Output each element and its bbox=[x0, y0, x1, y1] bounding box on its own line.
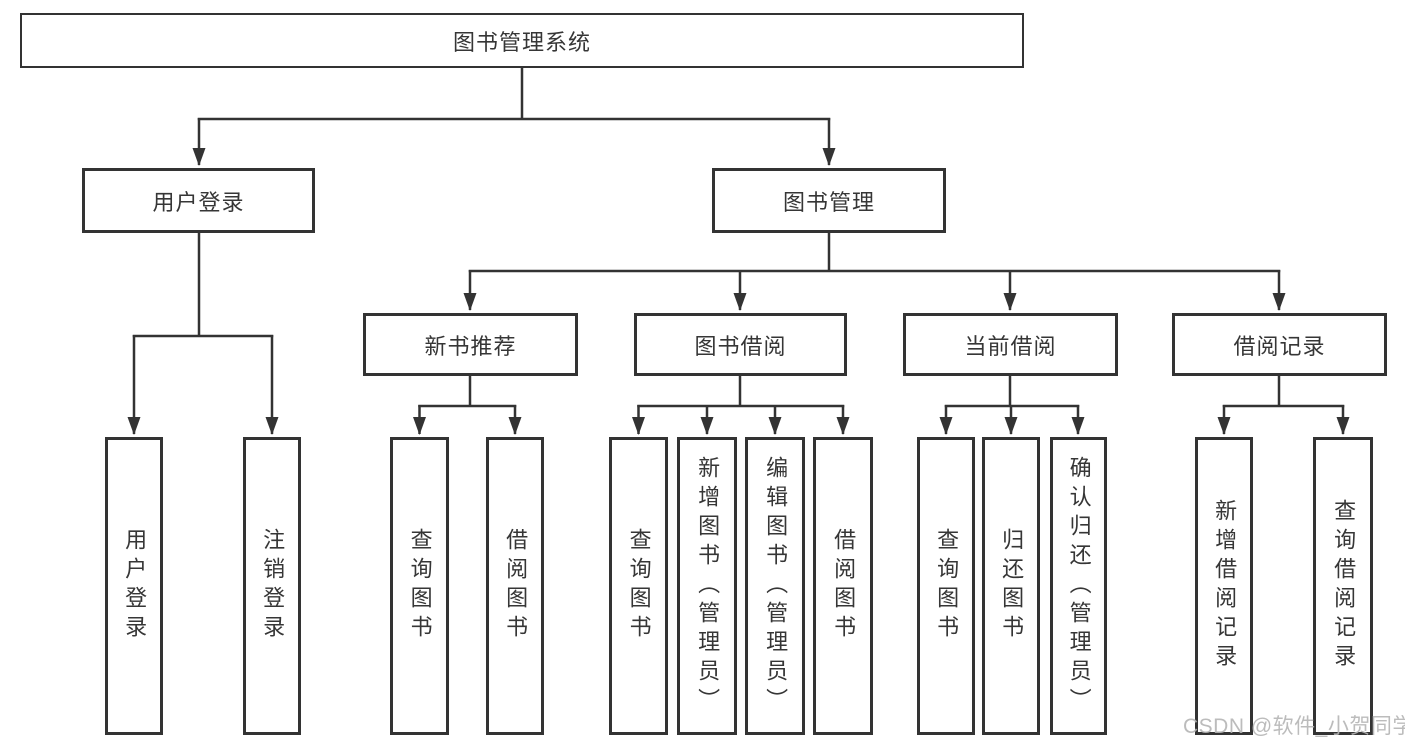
node-user-login-label: 用户登录 bbox=[152, 189, 245, 215]
leaf-query-books-recommend-label: 查询图书 bbox=[407, 528, 433, 644]
node-book-management-label: 图书管理 bbox=[782, 189, 875, 215]
leaf-borrow-books-recommend: 借阅图书 bbox=[486, 437, 544, 735]
leaf-add-borrow-record: 新增借阅记录 bbox=[1195, 437, 1253, 735]
leaf-logout-label: 注销登录 bbox=[260, 528, 286, 644]
leaf-borrow-books-borrow: 借阅图书 bbox=[813, 437, 873, 735]
csdn-watermark: CSDN @软件_小贺同学 bbox=[1183, 715, 1405, 738]
leaf-query-books-current: 查询图书 bbox=[917, 437, 975, 735]
leaf-query-borrow-record-label: 查询借阅记录 bbox=[1331, 499, 1357, 673]
leaf-add-book-admin: 新增图书（管理员） bbox=[677, 437, 737, 735]
node-root-label: 图书管理系统 bbox=[452, 29, 591, 55]
leaf-query-books-borrow: 查询图书 bbox=[609, 437, 668, 735]
node-book-borrowing: 图书借阅 bbox=[634, 313, 847, 376]
leaf-edit-book-admin-label: 编辑图书（管理员） bbox=[763, 455, 789, 717]
node-borrowing-records: 借阅记录 bbox=[1172, 313, 1387, 376]
leaf-user-login: 用户登录 bbox=[105, 437, 163, 735]
node-current-borrowing: 当前借阅 bbox=[903, 313, 1118, 376]
leaf-confirm-return-admin-label: 确认归还（管理员） bbox=[1066, 455, 1092, 717]
leaf-user-login-label: 用户登录 bbox=[122, 528, 148, 644]
leaf-add-book-admin-label: 新增图书（管理员） bbox=[695, 455, 721, 717]
node-book-borrowing-label: 图书借阅 bbox=[694, 333, 787, 359]
node-root: 图书管理系统 bbox=[20, 13, 1024, 68]
leaf-logout: 注销登录 bbox=[243, 437, 301, 735]
leaf-query-borrow-record: 查询借阅记录 bbox=[1313, 437, 1373, 735]
node-new-book-recommend: 新书推荐 bbox=[363, 313, 578, 376]
leaf-query-books-borrow-label: 查询图书 bbox=[626, 528, 652, 644]
node-borrowing-records-label: 借阅记录 bbox=[1233, 333, 1326, 359]
node-new-book-recommend-label: 新书推荐 bbox=[424, 333, 517, 359]
node-book-management: 图书管理 bbox=[712, 168, 946, 233]
node-current-borrowing-label: 当前借阅 bbox=[964, 333, 1057, 359]
node-user-login: 用户登录 bbox=[82, 168, 315, 233]
leaf-borrow-books-borrow-label: 借阅图书 bbox=[831, 528, 857, 644]
leaf-return-book-label: 归还图书 bbox=[999, 528, 1025, 644]
leaf-return-book: 归还图书 bbox=[982, 437, 1040, 735]
leaf-add-borrow-record-label: 新增借阅记录 bbox=[1212, 499, 1238, 673]
leaf-query-books-recommend: 查询图书 bbox=[390, 437, 449, 735]
leaf-query-books-current-label: 查询图书 bbox=[934, 528, 960, 644]
leaf-edit-book-admin: 编辑图书（管理员） bbox=[745, 437, 805, 735]
leaf-borrow-books-recommend-label: 借阅图书 bbox=[503, 528, 529, 644]
leaf-confirm-return-admin: 确认归还（管理员） bbox=[1050, 437, 1107, 735]
